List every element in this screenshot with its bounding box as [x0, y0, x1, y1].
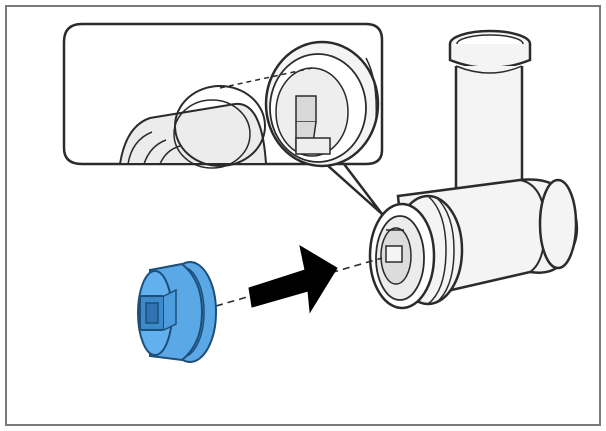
grinder-housing — [368, 29, 579, 310]
inset-alignment-line — [219, 67, 313, 89]
inset-housing-ring — [264, 40, 380, 168]
detail-callout — [62, 22, 384, 215]
insert-arrow — [248, 244, 338, 314]
inset-adapter-rings — [118, 85, 268, 169]
adapter-part — [137, 261, 217, 363]
